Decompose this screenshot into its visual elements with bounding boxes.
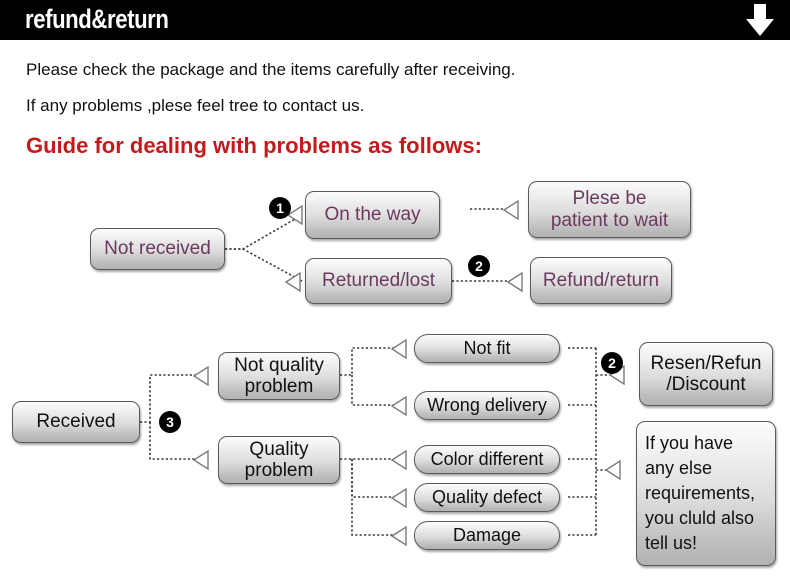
flow-box-not-received[interactable]: Not received	[90, 228, 225, 270]
header-bar: refund&return	[0, 0, 790, 40]
flow-box-plese-be-patient[interactable]: Plese be patient to wait	[528, 181, 691, 238]
step-marker-2-bottom: 2	[601, 352, 623, 374]
flow-box-not-fit[interactable]: Not fit	[414, 334, 560, 363]
flow-box-other-requirements[interactable]: If you have any else requirements, you c…	[636, 421, 776, 566]
flow-box-damage[interactable]: Damage	[414, 521, 560, 550]
step-marker-1: 1	[269, 197, 291, 219]
flow-box-color-different[interactable]: Color different	[414, 445, 560, 474]
step-marker-3: 3	[159, 411, 181, 433]
guide-heading: Guide for dealing with problems as follo…	[26, 133, 482, 158]
flow-box-resend-refund-discount[interactable]: Resen/Refun /Discount	[639, 342, 773, 406]
flow-box-received[interactable]: Received	[12, 401, 140, 443]
flow-box-quality-defect[interactable]: Quality defect	[414, 483, 560, 512]
flow-box-refund-return[interactable]: Refund/return	[530, 257, 672, 304]
flow-box-wrong-delivery[interactable]: Wrong delivery	[414, 391, 560, 420]
step-marker-2-top: 2	[468, 255, 490, 277]
flow-box-returned-lost[interactable]: Returned/lost	[305, 258, 452, 304]
flow-box-not-quality-problem[interactable]: Not quality problem	[218, 352, 340, 400]
intro-line-1: Please check the package and the items c…	[26, 60, 516, 79]
page-title: refund&return	[25, 4, 169, 34]
flow-box-on-the-way[interactable]: On the way	[305, 191, 440, 239]
flow-box-quality-problem[interactable]: Quality problem	[218, 436, 340, 484]
arrow-down-icon	[746, 4, 774, 36]
intro-line-2: If any problems ,plese feel tree to cont…	[26, 96, 365, 115]
